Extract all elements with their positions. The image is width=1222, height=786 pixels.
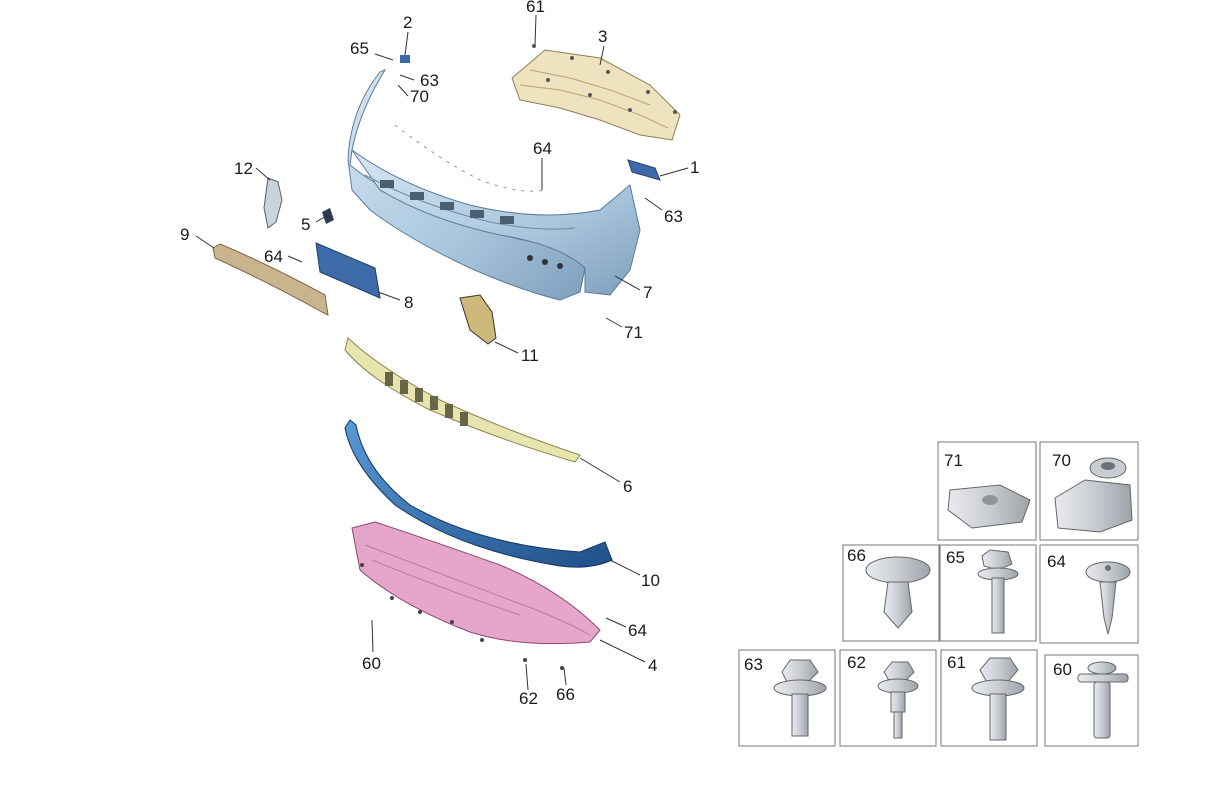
bumper-cover-part-7 bbox=[347, 68, 641, 301]
callout-63-right: 63 bbox=[664, 207, 683, 226]
svg-text:65: 65 bbox=[946, 548, 965, 567]
svg-text:60: 60 bbox=[1053, 660, 1072, 679]
stepped-bolt-icon bbox=[877, 661, 919, 739]
speed-nut-icon bbox=[947, 484, 1031, 529]
spoiler-part-10 bbox=[344, 419, 613, 568]
svg-text:61: 61 bbox=[947, 653, 966, 672]
undertray-part-4 bbox=[351, 521, 601, 670]
svg-text:62: 62 bbox=[847, 653, 866, 672]
callout-64-top: 64 bbox=[533, 139, 552, 158]
callout-63-top: 63 bbox=[420, 71, 439, 90]
leader-lines bbox=[195, 14, 689, 691]
clip-part-2 bbox=[400, 55, 410, 63]
self-tapping-screw-icon bbox=[1085, 561, 1131, 635]
expansion-clip-icon bbox=[1077, 661, 1129, 739]
fastener-legend: 71 70 66 bbox=[738, 441, 1139, 747]
callout-60: 60 bbox=[362, 654, 381, 673]
clip-part-5 bbox=[322, 208, 334, 224]
svg-text:71: 71 bbox=[944, 451, 963, 470]
callout-1: 1 bbox=[690, 158, 699, 177]
fastener-box-60: 60 bbox=[1044, 654, 1139, 747]
callout-65: 65 bbox=[350, 39, 369, 58]
push-rivet-icon bbox=[865, 556, 931, 629]
license-bracket-part-8 bbox=[315, 242, 381, 299]
callout-10: 10 bbox=[641, 571, 660, 590]
trim-strip-part-9 bbox=[212, 243, 329, 316]
callout-71: 71 bbox=[624, 323, 643, 342]
fastener-box-62: 62 bbox=[839, 649, 937, 747]
callout-6: 6 bbox=[623, 477, 632, 496]
hex-bolt-icon bbox=[971, 657, 1025, 741]
lower-grille-part-6 bbox=[344, 337, 581, 463]
clip-nut-icon bbox=[1054, 457, 1133, 533]
fastener-box-71: 71 bbox=[937, 441, 1037, 541]
energy-absorber-part-3 bbox=[511, 44, 681, 141]
callout-8: 8 bbox=[404, 293, 413, 312]
callout-70: 70 bbox=[410, 87, 429, 106]
callout-9: 9 bbox=[180, 225, 189, 244]
callout-64-left: 64 bbox=[264, 247, 283, 266]
callout-12: 12 bbox=[234, 159, 253, 178]
side-insert-part-12 bbox=[263, 177, 283, 229]
fastener-box-63: 63 bbox=[738, 649, 836, 747]
svg-text:66: 66 bbox=[847, 546, 866, 565]
callout-11: 11 bbox=[521, 346, 539, 365]
callout-64-bottom: 64 bbox=[628, 621, 647, 640]
callout-7: 7 bbox=[643, 283, 652, 302]
fastener-box-64: 64 bbox=[1039, 544, 1139, 644]
svg-text:64: 64 bbox=[1047, 552, 1066, 571]
callout-4: 4 bbox=[648, 656, 657, 675]
fastener-box-61: 61 bbox=[940, 649, 1038, 747]
svg-text:63: 63 bbox=[744, 655, 763, 674]
fastener-box-66: 66 bbox=[842, 544, 940, 642]
bracket-part-1 bbox=[627, 159, 661, 181]
shoulder-bolt-icon bbox=[773, 659, 827, 737]
callout-labels: 61 3 2 65 63 70 64 1 63 12 5 9 64 8 7 71… bbox=[180, 0, 699, 708]
callout-66: 66 bbox=[556, 685, 575, 704]
fastener-box-65: 65 bbox=[939, 544, 1037, 642]
callout-2: 2 bbox=[403, 13, 412, 32]
flange-bolt-icon bbox=[977, 549, 1019, 634]
callout-3: 3 bbox=[598, 27, 607, 46]
callout-61: 61 bbox=[526, 0, 545, 16]
callout-62: 62 bbox=[519, 689, 538, 708]
callout-5: 5 bbox=[301, 215, 310, 234]
svg-text:70: 70 bbox=[1052, 451, 1071, 470]
fastener-box-70: 70 bbox=[1039, 441, 1139, 541]
lamp-bezel-part-11 bbox=[459, 294, 497, 345]
